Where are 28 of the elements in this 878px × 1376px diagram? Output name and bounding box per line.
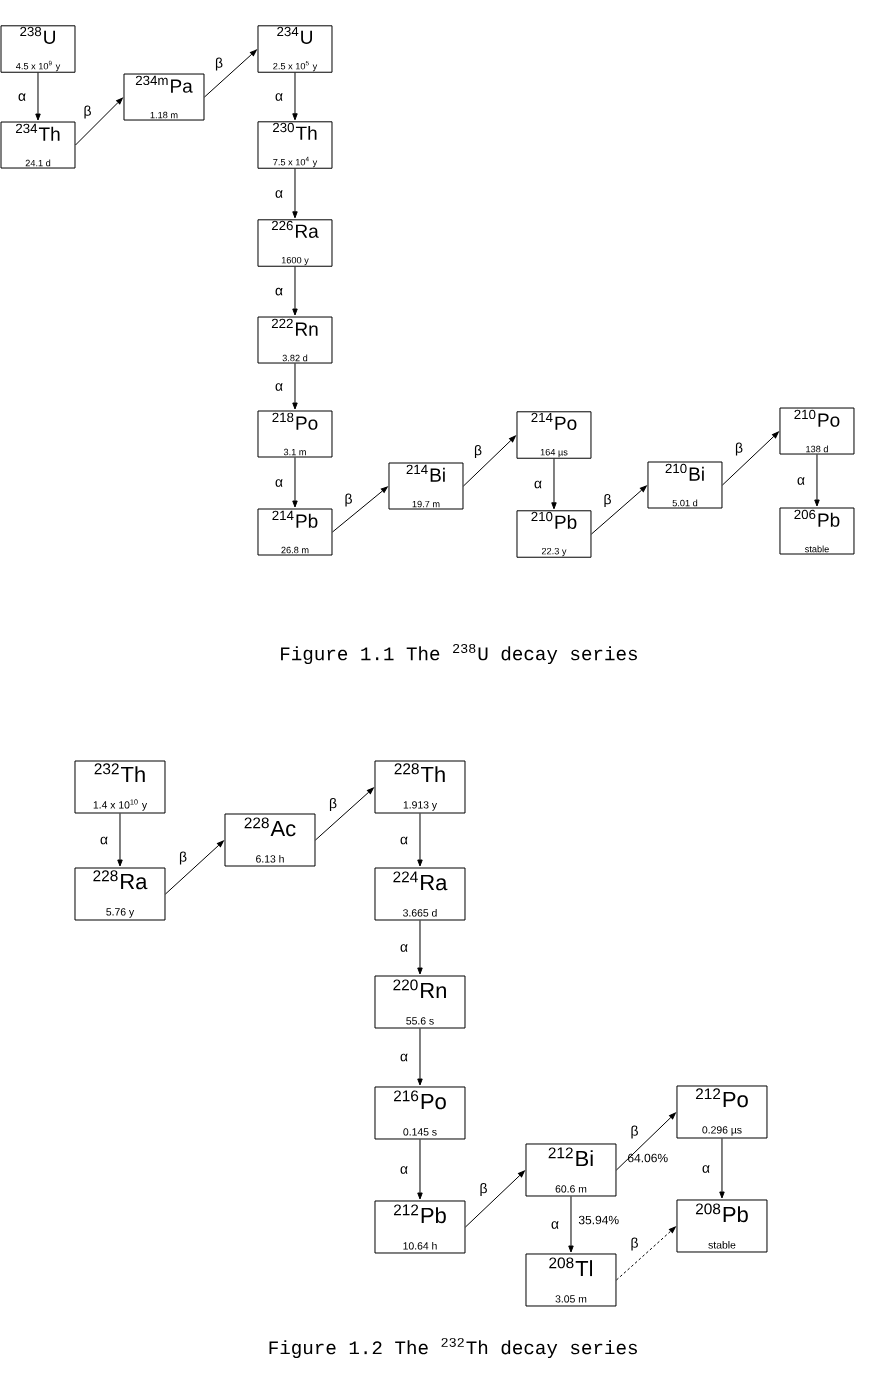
arrow bbox=[292, 168, 298, 219]
arrow bbox=[332, 486, 388, 533]
arrow bbox=[616, 1226, 676, 1281]
arrow bbox=[292, 72, 298, 121]
arrow bbox=[292, 266, 298, 316]
arrow bbox=[417, 1028, 423, 1086]
arrow bbox=[417, 813, 423, 867]
arrow bbox=[465, 1170, 525, 1228]
arrow bbox=[204, 49, 257, 98]
arrow bbox=[417, 1139, 423, 1200]
arrow bbox=[463, 435, 516, 487]
arrow bbox=[165, 840, 224, 895]
arrow bbox=[719, 1138, 725, 1199]
arrow bbox=[117, 813, 123, 867]
arrow bbox=[35, 72, 41, 121]
arrow bbox=[568, 1196, 574, 1253]
figure-caption: Figure 1.1 The $^{238}$U decay series bbox=[281, 643, 637, 665]
arrow bbox=[75, 97, 123, 146]
arrow bbox=[417, 920, 423, 975]
arrow bbox=[722, 431, 779, 486]
arrow bbox=[292, 457, 298, 508]
arrow bbox=[551, 458, 557, 510]
arrow bbox=[315, 787, 374, 841]
arrow bbox=[591, 485, 647, 535]
arrow bbox=[814, 454, 820, 507]
arrow bbox=[616, 1112, 676, 1171]
arrow bbox=[292, 363, 298, 410]
figure-caption: Figure 1.2 The $^{232}$Th decay series bbox=[269, 1337, 637, 1359]
